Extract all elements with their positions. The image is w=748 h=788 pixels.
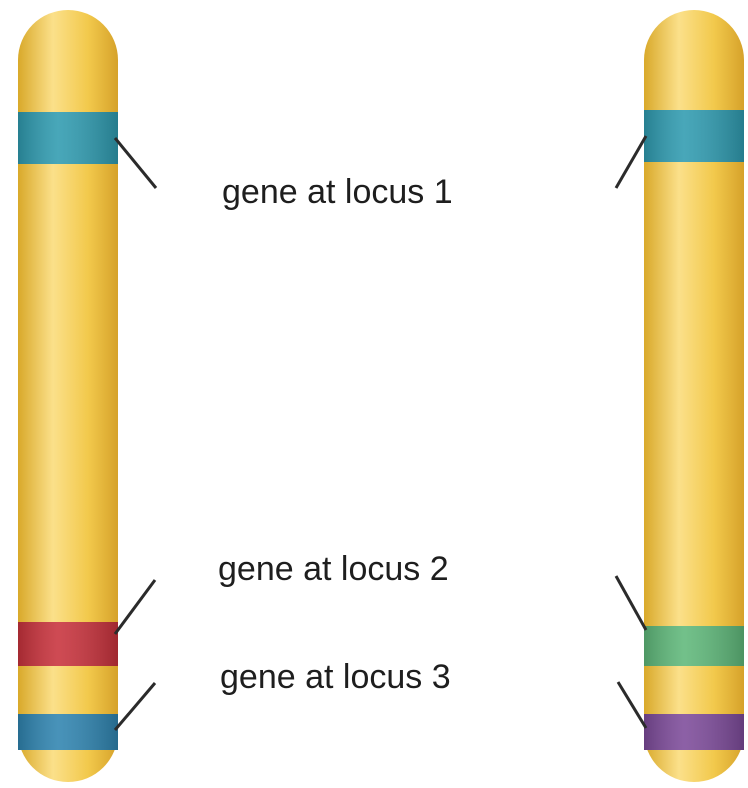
locus-2-left-pointer [115, 580, 155, 634]
locus-1-label: gene at locus 1 [222, 173, 453, 211]
left-chromosome [18, 10, 118, 782]
pointer-lines [115, 136, 646, 730]
right-chromosome [644, 10, 744, 782]
right-locus-3-band-shade [644, 714, 744, 750]
right-locus-2-band-shade [644, 626, 744, 666]
locus-1-right-pointer [616, 136, 646, 188]
left-locus-3-band-shade [18, 714, 118, 750]
locus-3-right-pointer [618, 682, 646, 728]
locus-1-left-pointer [115, 138, 156, 188]
left-locus-2-band-shade [18, 622, 118, 666]
locus-3-label: gene at locus 3 [220, 658, 451, 696]
locus-3-left-pointer [115, 683, 155, 730]
locus-2-right-pointer [616, 576, 646, 630]
right-locus-1-band-shade [644, 110, 744, 162]
left-locus-1-band-shade [18, 112, 118, 164]
locus-2-label: gene at locus 2 [218, 550, 449, 588]
